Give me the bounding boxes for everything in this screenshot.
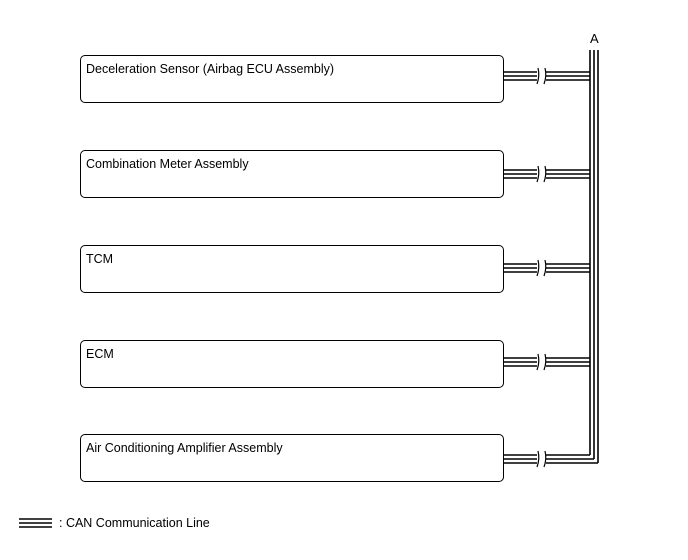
ecu-box-combination-meter: Combination Meter Assembly [80, 150, 504, 198]
ecu-box-deceleration-sensor: Deceleration Sensor (Airbag ECU Assembly… [80, 55, 504, 103]
legend-label: : CAN Communication Line [59, 516, 210, 530]
break-mark [543, 353, 547, 371]
can-bus-lines [504, 50, 599, 468]
ecu-box-tcm: TCM [80, 245, 504, 293]
break-mark [536, 353, 540, 371]
break-gap [537, 165, 546, 183]
break-mark [543, 165, 547, 183]
ecu-label: ECM [86, 347, 114, 361]
break-mark [536, 67, 540, 85]
break-gap [537, 259, 546, 277]
ecu-label: Deceleration Sensor (Airbag ECU Assembly… [86, 62, 335, 76]
break-gap [537, 353, 546, 371]
can-line-legend-icon [19, 518, 52, 528]
ecu-label: Combination Meter Assembly [86, 157, 249, 171]
break-mark [536, 165, 540, 183]
ecu-label: TCM [86, 252, 114, 266]
break-mark [543, 450, 547, 468]
break-mark [536, 259, 540, 277]
junction-label-a: A [590, 31, 599, 46]
break-mark [543, 67, 547, 85]
break-mark [536, 450, 540, 468]
ecu-box-ecm: ECM [80, 340, 504, 388]
ecu-label: Air Conditioning Amplifier Assembly [86, 441, 283, 455]
ecu-box-air-conditioning-amplifier: Air Conditioning Amplifier Assembly [80, 434, 504, 482]
break-mark [543, 259, 547, 277]
break-gap [537, 450, 546, 468]
break-gap [537, 67, 546, 85]
